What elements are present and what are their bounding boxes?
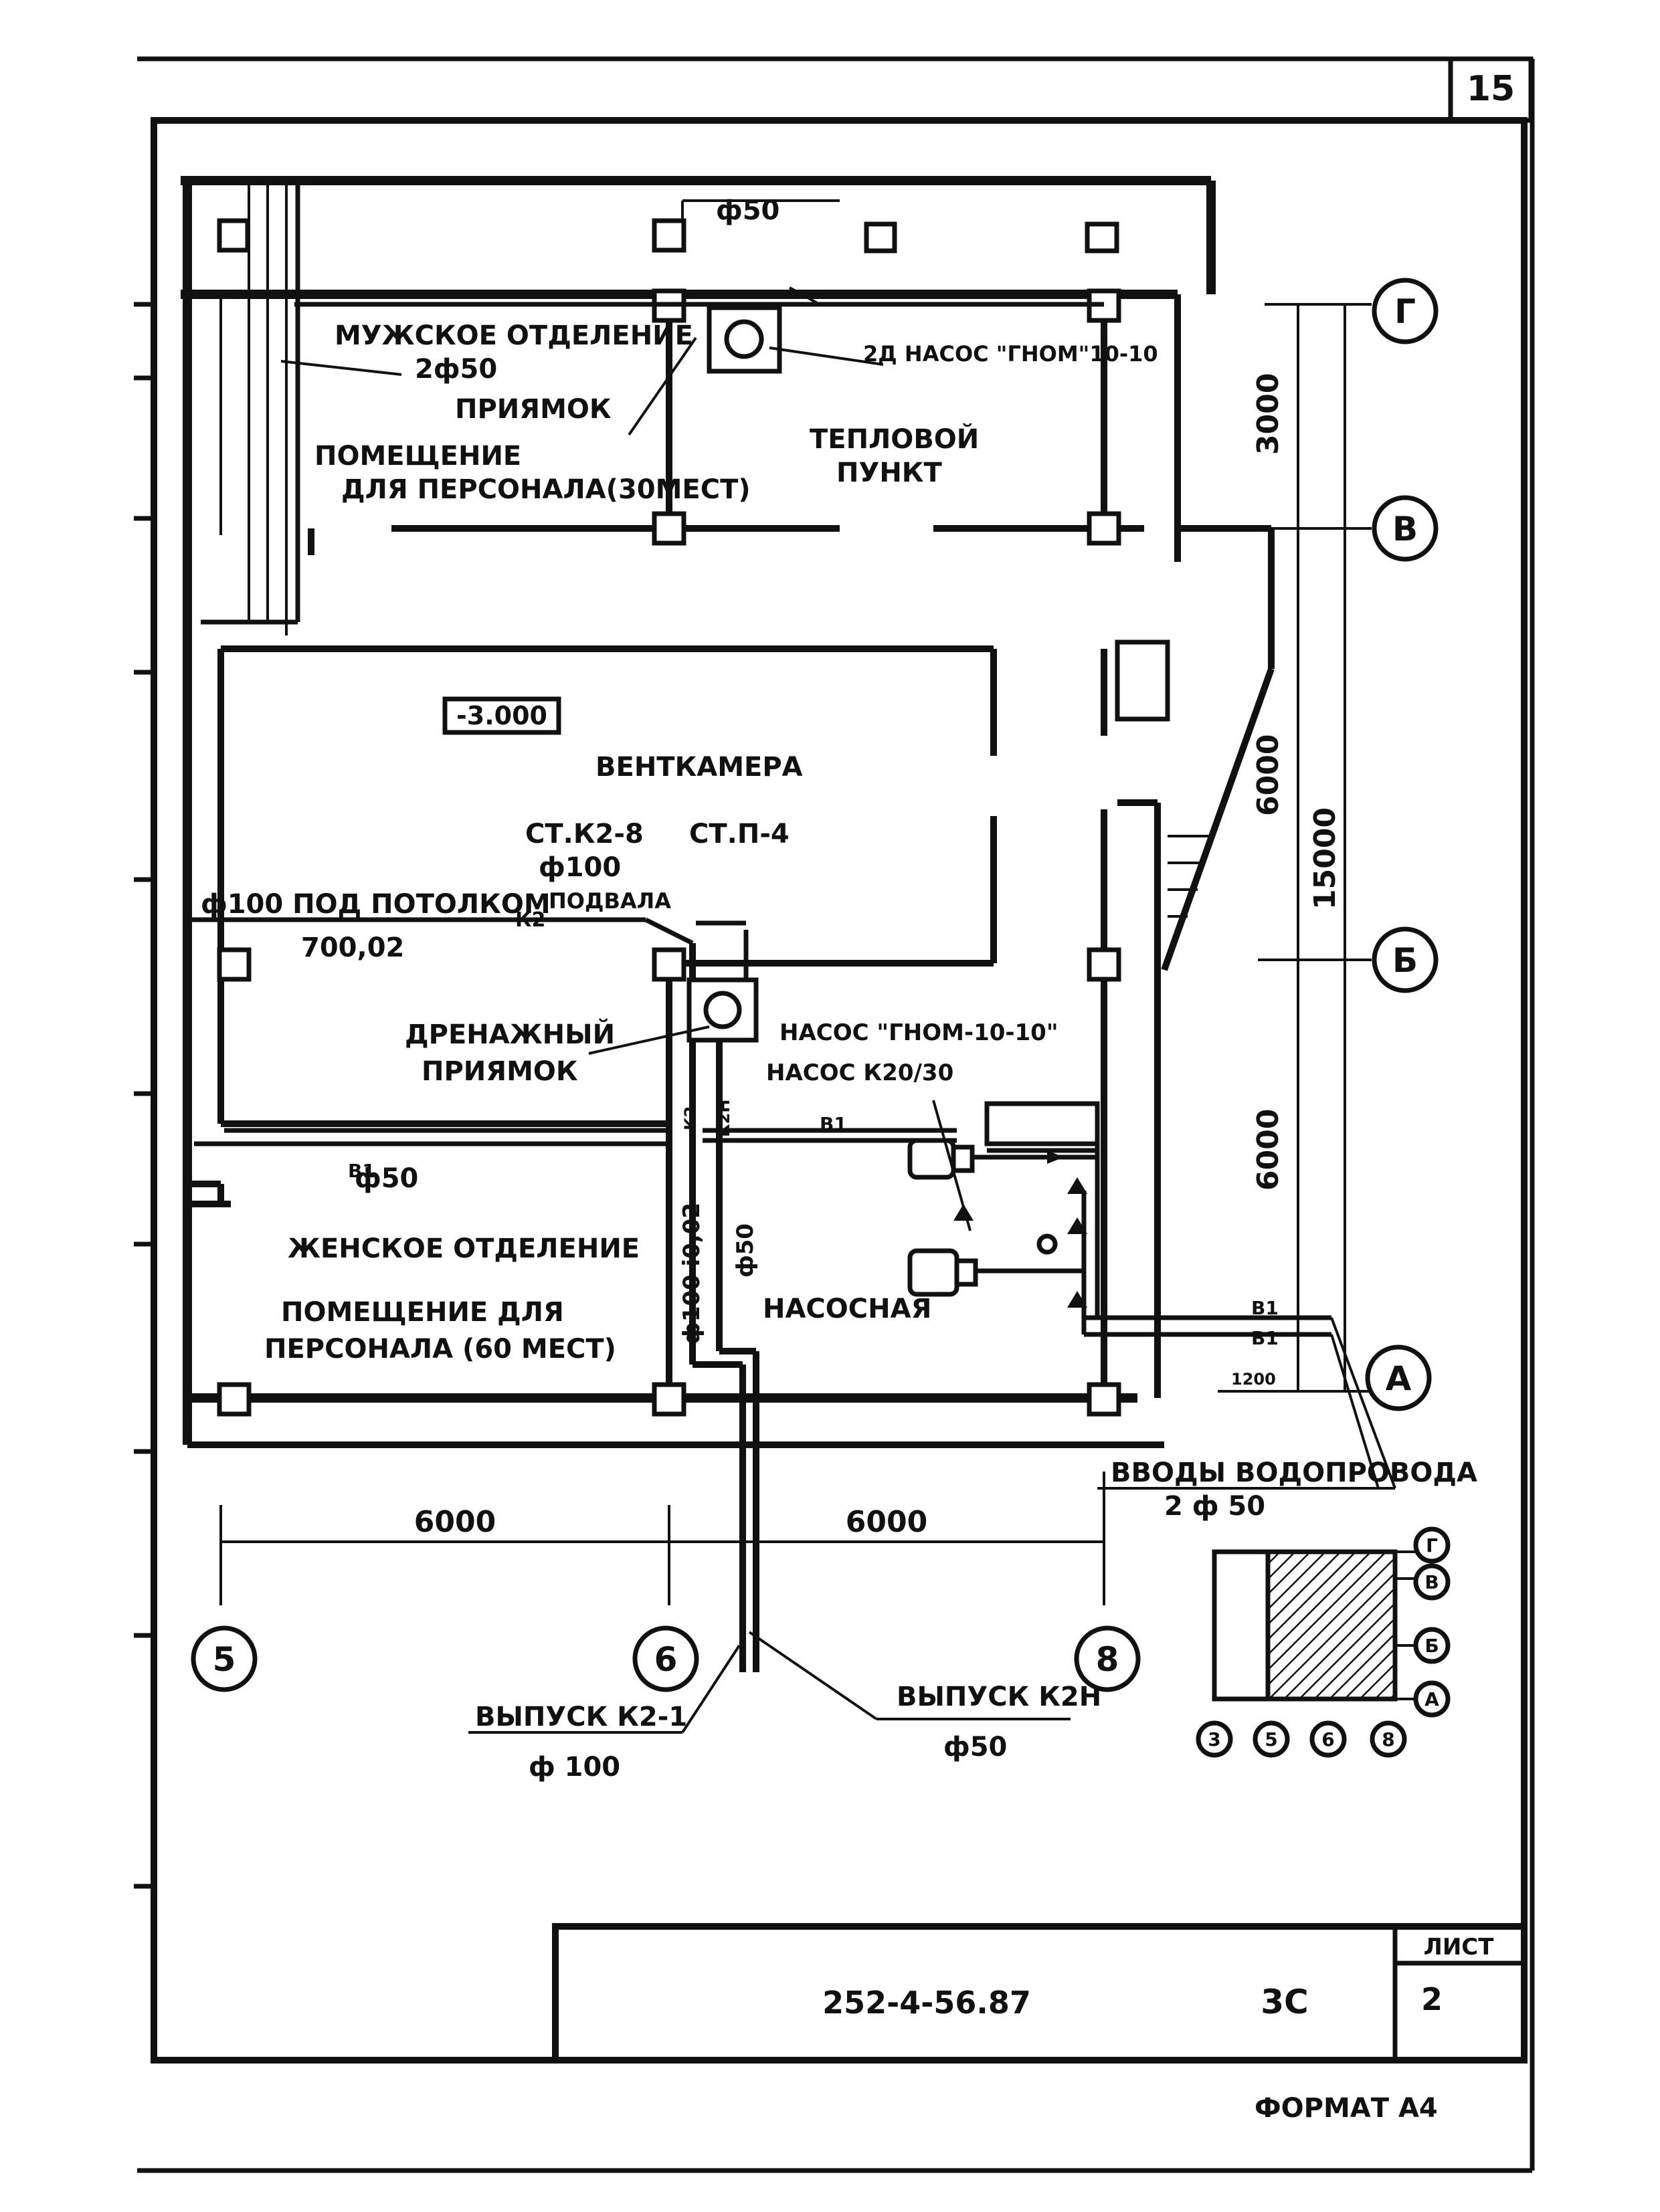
label-outlet-left-1: ВЫПУСК К2-1	[475, 1702, 687, 1732]
axis-v-label: В	[1392, 510, 1418, 548]
dim-bottom-right: 6000	[846, 1505, 927, 1539]
level-value: -3.000	[456, 701, 547, 730]
axis-g-label: Г	[1394, 292, 1416, 331]
tag-b1-left: В1	[348, 1160, 375, 1182]
dim-right-bottom: 6000	[1251, 1109, 1285, 1191]
label-outlet-right-2: ф50	[943, 1732, 1007, 1763]
key-plan-hatch	[1265, 1549, 1398, 1702]
key-col-8: 8	[1382, 1728, 1394, 1750]
key-row-a: А	[1424, 1688, 1439, 1710]
tag-b1-mid: В1	[820, 1113, 847, 1135]
axis-5-bubble	[191, 1625, 258, 1692]
label-pump-room: НАСОСНАЯ	[763, 1294, 931, 1324]
tag-b1-right-1: В1	[1251, 1297, 1279, 1319]
axis-bubbles	[191, 278, 1439, 1692]
label-pit-top: ПРИЯМОК	[455, 394, 612, 425]
axis-8-label: 8	[1096, 1640, 1119, 1679]
dim-right-total: 15000	[1308, 807, 1342, 910]
label-pipe-2d50: 2ф50	[415, 354, 497, 385]
label-outlet-left-2: ф 100	[529, 1752, 620, 1783]
label-k2-8-a: СТ.К2-8	[525, 819, 644, 849]
level-box	[442, 696, 561, 735]
pipelines	[187, 181, 1331, 1672]
label-drain-pit-1: ДРЕНАЖНЫЙ	[405, 1018, 615, 1050]
label-outlet-right-1: ВЫПУСК К2Н	[897, 1682, 1101, 1712]
key-row-v: В	[1424, 1571, 1439, 1593]
label-pipe-top: ф50	[716, 195, 779, 226]
sheet-number: 2	[1421, 1981, 1443, 2017]
label-basement: ПОДВАЛА	[549, 888, 671, 914]
tag-k2: К2	[681, 1106, 700, 1130]
label-pump-gnom: НАСОС "ГНОМ-10-10"	[779, 1019, 1058, 1046]
sheet-header: ЛИСТ	[1424, 1934, 1495, 1960]
label-vert-100: ф100 i0,02	[678, 1203, 705, 1344]
label-st-p4: СТ.П-4	[689, 819, 790, 849]
label-staff-bottom-1: ПОМЕЩЕНИЕ ДЛЯ	[281, 1297, 564, 1328]
columns	[217, 218, 1121, 1417]
label-slope: 700,02	[301, 932, 404, 963]
dim-right-mid: 6000	[1251, 734, 1285, 816]
label-pump-top: 2Д НАСОС "ГНОМ"10-10	[863, 341, 1158, 367]
page-number: 15	[1467, 69, 1515, 109]
label-male-room: МУЖСКОЕ ОТДЕЛЕНИЕ	[335, 320, 693, 351]
label-heat-2: ПУНКТ	[836, 458, 942, 488]
dim-right-top: 3000	[1251, 373, 1285, 455]
label-staff-top-2: ДЛЯ ПЕРСОНАЛА(30МЕСТ)	[341, 474, 751, 505]
building-walls	[181, 176, 1275, 1448]
axis-a-label: А	[1386, 1359, 1412, 1398]
key-col-5: 5	[1265, 1728, 1277, 1750]
label-staff-bottom-2: ПЕРСОНАЛА (60 МЕСТ)	[264, 1334, 616, 1365]
pump-units	[907, 1100, 1097, 1308]
label-inputs-1: ВВОДЫ ВОДОПРОВОДА	[1111, 1457, 1477, 1488]
label-vert-50: ф50	[732, 1223, 759, 1278]
axis-6-bubble	[632, 1625, 699, 1692]
axis-v-bubble	[1372, 495, 1439, 562]
axis-8-bubble	[1074, 1625, 1141, 1692]
axis-b-bubble	[1372, 926, 1439, 993]
label-female-room: ЖЕНСКОЕ ОТДЕЛЕНИЕ	[288, 1233, 640, 1264]
page-number-box	[1448, 56, 1534, 123]
margin-ticks	[134, 302, 154, 1889]
drawing-frame	[151, 117, 1528, 2064]
tag-k2n: К2Н	[715, 1100, 733, 1137]
label-inputs-2: 2 ф 50	[1164, 1491, 1265, 1522]
label-drain-pit-2: ПРИЯМОК	[422, 1056, 578, 1087]
key-col-3: 3	[1208, 1728, 1220, 1750]
axis-a-bubble	[1365, 1344, 1432, 1411]
label-pump-k: НАСОС К20/30	[766, 1060, 953, 1086]
key-col-6: 6	[1321, 1728, 1334, 1750]
format-label: ФОРМАТ А4	[1255, 2093, 1438, 2124]
pit-top	[707, 305, 782, 374]
axis-b-label: Б	[1392, 941, 1418, 980]
key-row-g: Г	[1426, 1534, 1438, 1556]
drain-pit-pump	[703, 991, 742, 1029]
label-b1-pipe: ф50	[355, 1163, 418, 1194]
key-row-b: Б	[1424, 1635, 1439, 1657]
axis-g-bubble	[1372, 278, 1439, 344]
tag-b1-right-2: В1	[1251, 1327, 1279, 1349]
doc-section: 3С	[1261, 1983, 1308, 2021]
label-heat-1: ТЕПЛОВОЙ	[810, 423, 979, 455]
dimension-lines	[219, 199, 1396, 1734]
label-under-ceiling: ф100 ПОД ПОТОЛКОМ	[201, 889, 551, 920]
title-block	[552, 1923, 1528, 2064]
label-k2-mark: К2	[515, 908, 545, 932]
label-staff-top-1: ПОМЕЩЕНИЕ	[314, 441, 521, 472]
label-k2-8-b: ф100	[539, 852, 621, 883]
dim-bottom-left: 6000	[414, 1505, 496, 1539]
doc-code: 252-4-56.87	[822, 1985, 1031, 2021]
axis-6-label: 6	[654, 1640, 678, 1679]
label-vent: ВЕНТКАМЕРА	[595, 752, 803, 783]
key-plan	[1196, 1526, 1451, 1758]
tag-elev: 1200	[1231, 1370, 1276, 1389]
axis-5-label: 5	[213, 1640, 236, 1679]
pit-top-pump	[724, 319, 764, 359]
